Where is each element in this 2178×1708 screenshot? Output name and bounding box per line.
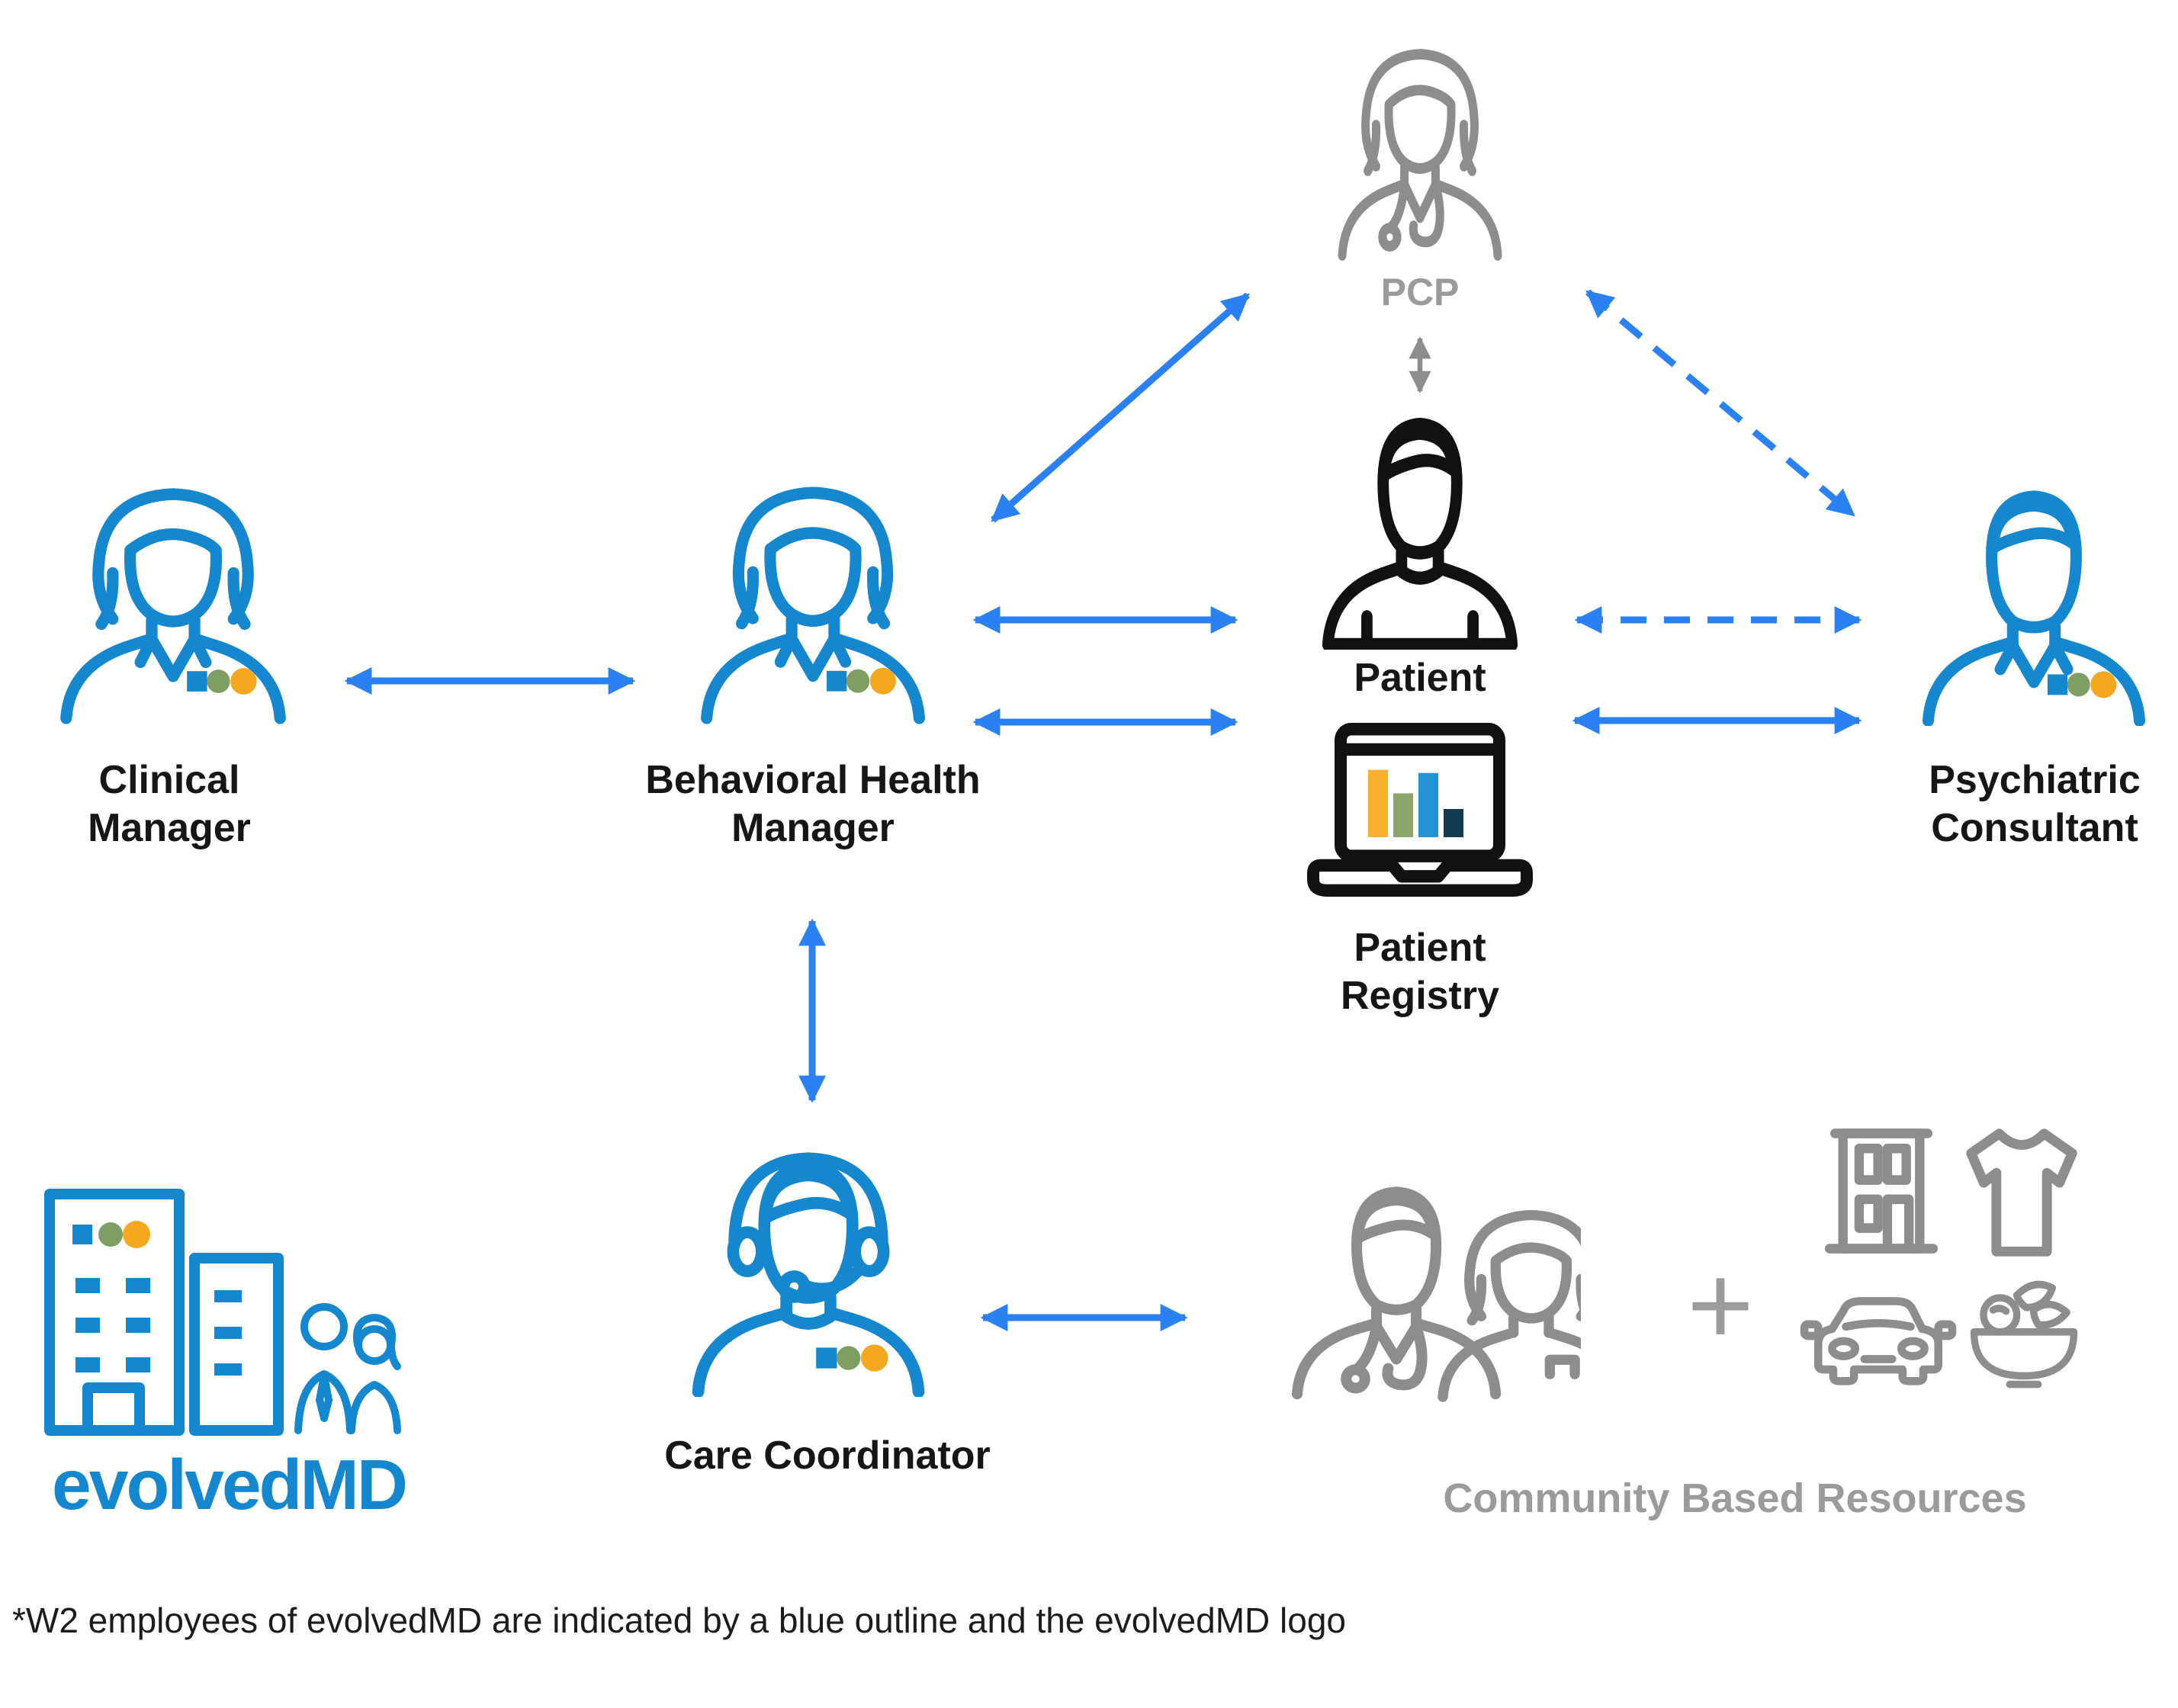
clinical-manager-label: Clinical Manager (88, 758, 251, 850)
wordmark-md: MD (300, 1445, 408, 1524)
edge-behavioral-health-manager--pcp (991, 292, 1250, 523)
evolvedmd-badge-icon (827, 667, 896, 695)
plus-icon: + (1687, 1241, 1754, 1369)
patient-registry-label: Patient Registry (1340, 926, 1500, 1018)
behavioral-health-manager-icon (688, 470, 938, 726)
housing-building-icon (1824, 1122, 1939, 1260)
pcp-label: PCP (1380, 271, 1460, 313)
transportation-car-icon (1800, 1278, 1957, 1394)
patient-label: Patient (1354, 656, 1486, 700)
behavioral-health-manager-label: Behavioral Health Manager (645, 758, 981, 850)
community-based-resources-label: Community Based Resources (1443, 1475, 2027, 1521)
evolvedmd-badge-icon (187, 668, 257, 695)
wordmark-evolved: evolved (52, 1445, 302, 1524)
evolvedmd-badge-icon (816, 1344, 888, 1372)
psychiatric-consultant-icon (1910, 468, 2158, 726)
evolvedmd-buildings-icon (42, 1186, 416, 1438)
pcp-icon (1328, 34, 1511, 262)
care-coordinator-icon (679, 1138, 938, 1397)
care-coordinator-label: Care Coordinator (664, 1434, 991, 1478)
footnote-text: *W2 employees of evolvedMD are indicated… (12, 1600, 1347, 1640)
patient-icon (1312, 396, 1528, 650)
evolvedmd-wordmark: evolvedMD (38, 1444, 419, 1526)
psychiatric-consultant-label: Psychiatric Consultant (1929, 758, 2141, 850)
patient-registry-laptop-icon (1306, 721, 1534, 897)
community-doctor-and-woman-icon (1280, 1157, 1581, 1409)
clinical-manager-icon (47, 471, 299, 726)
food-bowl-icon (1964, 1273, 2083, 1395)
evolvedmd-badge-icon (2047, 671, 2117, 698)
clothing-tshirt-icon (1960, 1122, 2083, 1263)
edge-pcp--psychiatric-consultant (1585, 289, 1855, 518)
